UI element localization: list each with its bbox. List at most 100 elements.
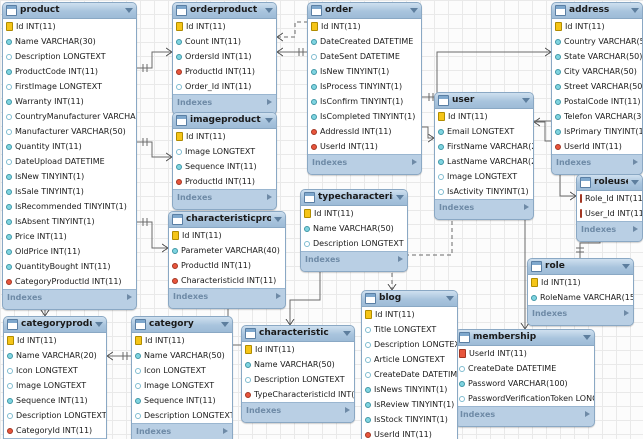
column-row[interactable]: Id INT(11) xyxy=(173,19,276,34)
column-row[interactable]: FirstName VARCHAR(20) xyxy=(435,139,533,154)
column-row[interactable]: Telefon VARCHAR(30) xyxy=(552,109,642,124)
column-row[interactable]: IsNew TINYINT(1) xyxy=(3,169,136,184)
column-row[interactable]: CategoryProductId INT(11) xyxy=(3,274,136,289)
table-header-blog[interactable]: blog xyxy=(362,291,457,307)
chevron-right-icon[interactable] xyxy=(412,159,417,165)
chevron-right-icon[interactable] xyxy=(585,411,590,417)
column-row[interactable]: Id INT(11) xyxy=(3,19,136,34)
column-row[interactable]: PostalCode INT(11) xyxy=(552,94,642,109)
column-row[interactable]: Name VARCHAR(30) xyxy=(3,34,136,49)
column-row[interactable]: Description LONGTEXT xyxy=(362,337,457,352)
column-row[interactable]: IsReview TINYINT(1) xyxy=(362,397,457,412)
indexes-section-role[interactable]: Indexes xyxy=(528,305,633,320)
chevron-right-icon[interactable] xyxy=(127,294,132,300)
column-row[interactable]: Description LONGTEXT xyxy=(3,49,136,64)
table-categoryproduct[interactable]: categoryproductId INT(11)Name VARCHAR(20… xyxy=(3,316,107,439)
column-row[interactable]: UserId INT(11) xyxy=(552,139,642,154)
chevron-right-icon[interactable] xyxy=(524,204,529,210)
column-row[interactable]: IsCompleted TINYINT(1) xyxy=(308,109,421,124)
column-row[interactable]: PasswordVerificationToken LONGTEXT xyxy=(456,391,594,406)
table-header-user[interactable]: user xyxy=(435,93,533,109)
column-row[interactable]: Id INT(11) xyxy=(301,206,407,221)
column-row[interactable]: CountryManufacturer VARCHAR(50) xyxy=(3,109,136,124)
chevron-down-icon[interactable] xyxy=(631,180,639,185)
indexes-section-membership[interactable]: Indexes xyxy=(456,406,594,421)
column-row[interactable]: OldPrice INT(11) xyxy=(3,244,136,259)
column-row[interactable]: Name VARCHAR(50) xyxy=(242,357,354,372)
table-header-categoryproduct[interactable]: categoryproduct xyxy=(4,317,106,333)
chevron-down-icon[interactable] xyxy=(265,8,273,13)
column-row[interactable]: DateSent DATETIME xyxy=(308,49,421,64)
table-header-category[interactable]: category xyxy=(132,317,232,333)
chevron-down-icon[interactable] xyxy=(221,322,229,327)
column-row[interactable]: State VARCHAR(50) xyxy=(552,49,642,64)
column-row[interactable]: Sequence INT(11) xyxy=(4,393,106,408)
column-row[interactable]: Price INT(11) xyxy=(3,229,136,244)
chevron-down-icon[interactable] xyxy=(95,322,103,327)
column-row[interactable]: Warranty INT(11) xyxy=(3,94,136,109)
column-row[interactable]: Email LONGTEXT xyxy=(435,124,533,139)
column-row[interactable]: CategoryId INT(11) xyxy=(4,423,106,438)
indexes-section-imageproduct[interactable]: Indexes xyxy=(173,189,276,204)
column-row[interactable]: IsNew TINYINT(1) xyxy=(308,64,421,79)
chevron-right-icon[interactable] xyxy=(624,310,629,316)
indexes-section-typecharacteristic[interactable]: Indexes xyxy=(301,251,407,266)
chevron-right-icon[interactable] xyxy=(267,99,272,105)
column-row[interactable]: Id INT(11) xyxy=(308,19,421,34)
indexes-section-order[interactable]: Indexes xyxy=(308,154,421,169)
column-row[interactable]: Street VARCHAR(50) xyxy=(552,79,642,94)
column-row[interactable]: IsProcess TINYINT(1) xyxy=(308,79,421,94)
column-row[interactable]: Icon LONGTEXT xyxy=(132,363,232,378)
table-typecharacteristic[interactable]: typecharacteristicId INT(11)Name VARCHAR… xyxy=(300,189,408,272)
chevron-down-icon[interactable] xyxy=(125,8,133,13)
column-row[interactable]: TypeCharacteristicId INT(11) xyxy=(242,387,354,402)
table-header-role[interactable]: role xyxy=(528,259,633,275)
column-row[interactable]: CreateDate DATETIME xyxy=(456,361,594,376)
column-row[interactable]: Name VARCHAR(50) xyxy=(132,348,232,363)
column-row[interactable]: IsPrimary TINYINT(1) xyxy=(552,124,642,139)
column-row[interactable]: RoleName VARCHAR(15) xyxy=(528,290,633,305)
column-row[interactable]: IsActivity TINYINT(1) xyxy=(435,184,533,199)
table-header-typecharacteristic[interactable]: typecharacteristic xyxy=(301,190,407,206)
column-row[interactable]: User_Id INT(11) xyxy=(577,206,642,221)
column-row[interactable]: Id INT(11) xyxy=(552,19,642,34)
column-row[interactable]: Image LONGTEXT xyxy=(173,144,276,159)
column-row[interactable]: LastName VARCHAR(20) xyxy=(435,154,533,169)
indexes-section-roleusers[interactable]: Indexes xyxy=(577,221,642,236)
column-row[interactable]: Order_Id INT(11) xyxy=(173,79,276,94)
indexes-section-category[interactable]: Indexes xyxy=(132,423,232,438)
indexes-section-product[interactable]: Indexes xyxy=(3,289,136,304)
column-row[interactable]: Id INT(11) xyxy=(435,109,533,124)
chevron-down-icon[interactable] xyxy=(410,8,418,13)
column-row[interactable]: ProductCode INT(11) xyxy=(3,64,136,79)
column-row[interactable]: Sequence INT(11) xyxy=(173,159,276,174)
column-row[interactable]: Description LONGTEXT xyxy=(132,408,232,423)
column-row[interactable]: CharacteristicId INT(11) xyxy=(169,273,285,288)
column-row[interactable]: Name VARCHAR(20) xyxy=(4,348,106,363)
column-row[interactable]: Id INT(11) xyxy=(169,228,285,243)
column-row[interactable]: DateCreated DATETIME xyxy=(308,34,421,49)
column-row[interactable]: Article LONGTEXT xyxy=(362,352,457,367)
indexes-section-characteristicproduct[interactable]: Indexes xyxy=(169,288,285,303)
chevron-down-icon[interactable] xyxy=(274,217,282,222)
chevron-down-icon[interactable] xyxy=(343,331,351,336)
chevron-right-icon[interactable] xyxy=(633,226,638,232)
chevron-down-icon[interactable] xyxy=(265,118,273,123)
column-row[interactable]: Id INT(11) xyxy=(132,333,232,348)
column-row[interactable]: Image LONGTEXT xyxy=(435,169,533,184)
chevron-down-icon[interactable] xyxy=(522,98,530,103)
column-row[interactable]: DateUpload DATETIME xyxy=(3,154,136,169)
column-row[interactable]: Image LONGTEXT xyxy=(132,378,232,393)
table-header-orderproduct[interactable]: orderproduct xyxy=(173,3,276,19)
table-roleusers[interactable]: roleusersRole_Id INT(11)User_Id INT(11)I… xyxy=(576,174,643,242)
chevron-down-icon[interactable] xyxy=(583,335,591,340)
indexes-section-user[interactable]: Indexes xyxy=(435,199,533,214)
